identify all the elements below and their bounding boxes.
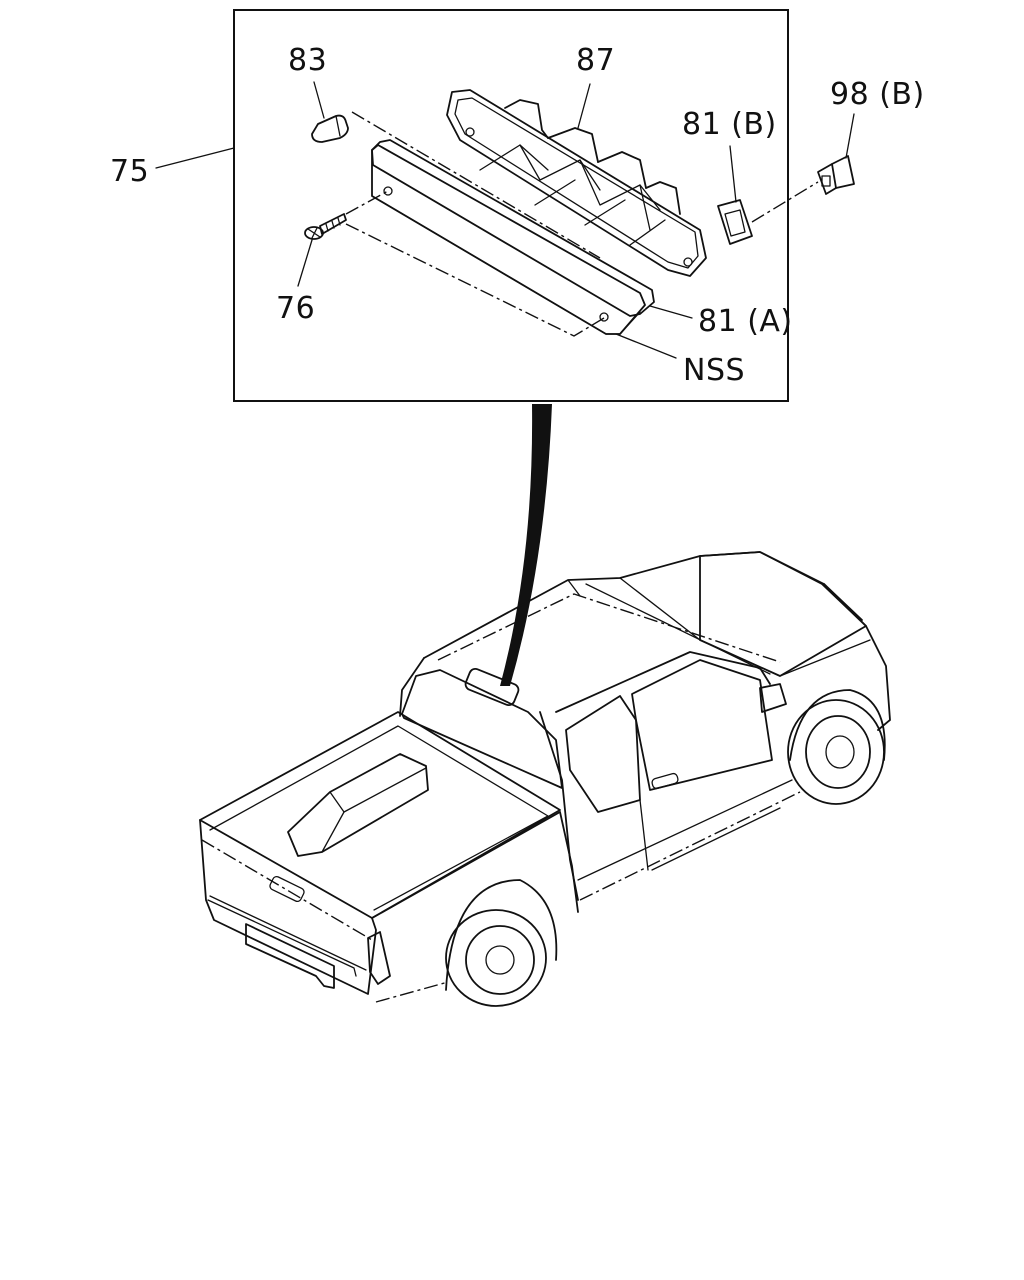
callout-83: 83 [288,43,327,78]
leader-83 [313,81,325,119]
leader-75 [155,147,235,169]
callout-87: 87 [576,43,615,78]
callout-81b: 81 (B) [682,107,777,142]
assembly-line-screw [345,190,389,215]
lamp-housing [446,89,707,277]
clip [817,155,855,195]
leader-81b [729,145,737,203]
leader-76 [297,239,313,287]
callout-nss: NSS [683,353,745,388]
bulb [311,114,349,143]
callout-76: 76 [276,291,315,326]
leader-nss [615,333,677,359]
callout-81a: 81 (A) [698,304,793,339]
leader-98b [845,113,855,159]
assembly-line-clip [751,181,819,223]
detail-view: 75 83 87 81 (B) 98 (B) 76 81 (A) NSS [110,9,925,402]
callout-98b: 98 (B) [830,77,925,112]
pickup-truck [199,551,891,1007]
callout-75: 75 [110,154,149,189]
gasket-b [717,199,753,245]
leader-87 [577,83,591,129]
assembly-line-lower [345,223,605,337]
assembly-line-bulb [351,111,601,259]
lens-and-gasket [371,139,655,335]
detail-frame [233,9,789,402]
detail-connector [500,404,552,686]
screw [304,213,347,240]
leader-81a [649,305,693,319]
